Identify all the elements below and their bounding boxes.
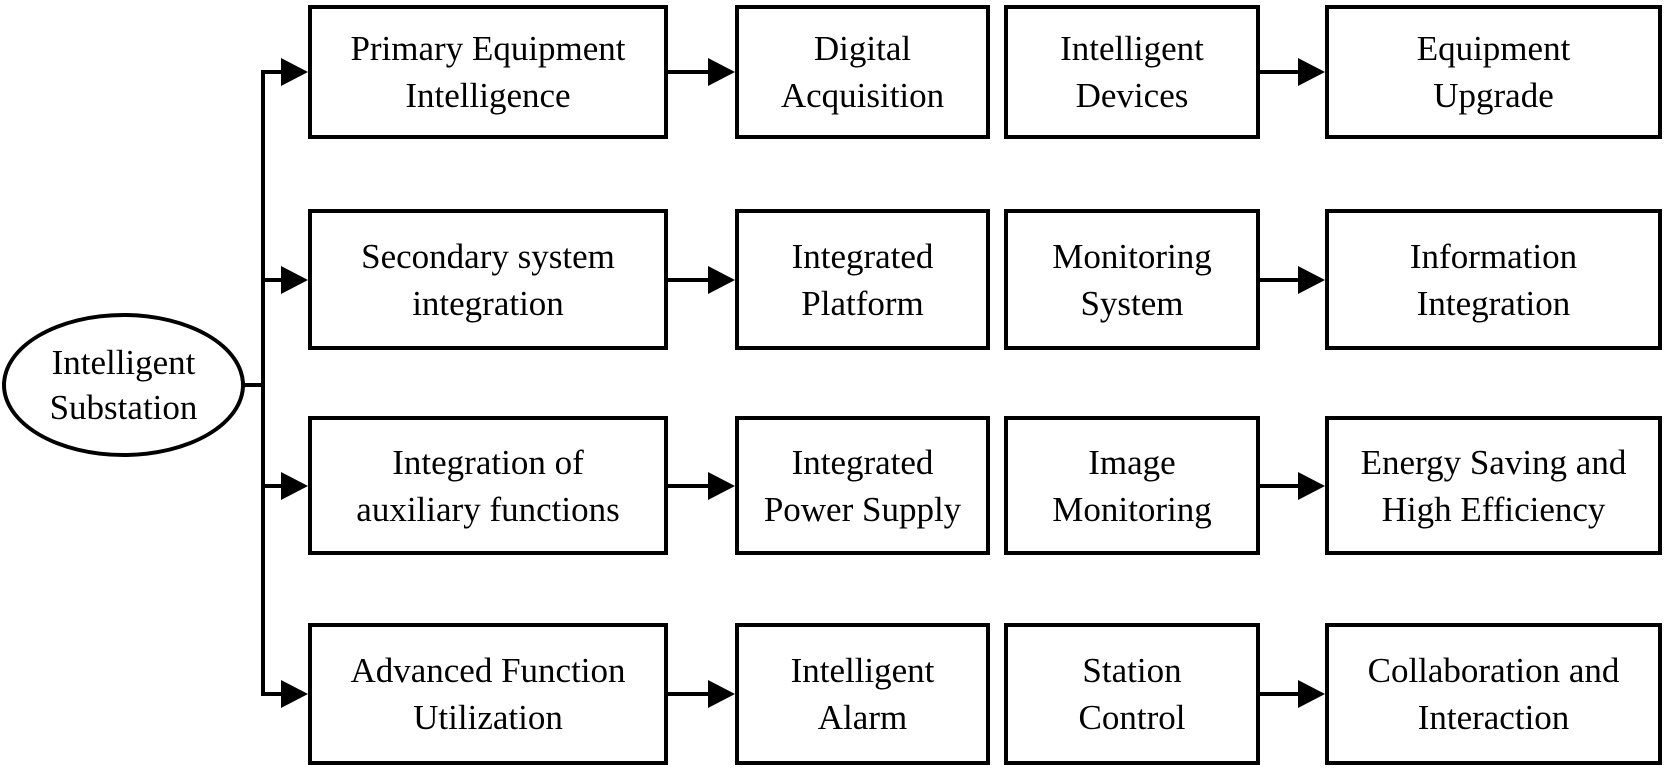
- node-label-line: Information: [1409, 236, 1578, 276]
- node-label-line: High Efficiency: [1381, 489, 1606, 529]
- node-label-line: Upgrade: [1433, 76, 1554, 115]
- node-integrated-power-supply: Integrated Power Supply: [735, 416, 990, 555]
- arrow-line: [1260, 692, 1300, 696]
- node-label-line: Devices: [1075, 76, 1189, 115]
- arrow-line: [261, 278, 285, 282]
- arrowhead-right-icon: [708, 472, 735, 500]
- arrow-line: [668, 692, 710, 696]
- arrow-line: [261, 692, 285, 696]
- root-label-line1: Intelligent: [51, 343, 196, 382]
- node-label-line: Intelligent: [790, 651, 935, 690]
- arrowhead-right-icon: [708, 58, 735, 86]
- arrow-line: [1260, 70, 1300, 74]
- arrowhead-right-icon: [281, 680, 308, 708]
- arrow-line: [668, 70, 710, 74]
- arrowhead-right-icon: [281, 58, 308, 86]
- node-intelligent-devices: Intelligent Devices: [1004, 5, 1260, 139]
- node-label-line: Interaction: [1417, 698, 1570, 737]
- node-station-control: Station Control: [1004, 623, 1260, 765]
- node-label-line: Intelligent: [1060, 29, 1204, 68]
- arrow-line: [668, 278, 710, 282]
- root-label-line2: Substation: [49, 388, 198, 427]
- node-label-line: Platform: [801, 283, 924, 323]
- node-label-line: Monitoring: [1052, 236, 1212, 276]
- arrowhead-right-icon: [1298, 58, 1325, 86]
- node-label-line: Energy Saving and: [1360, 442, 1627, 482]
- root-node-intelligent-substation: Intelligent Substation: [2, 313, 245, 457]
- arrowhead-right-icon: [1298, 266, 1325, 294]
- node-primary-equipment-intelligence: Primary Equipment Intelligence: [308, 5, 668, 139]
- node-label-line: Control: [1078, 698, 1186, 737]
- node-label-line: Integration: [1416, 283, 1571, 323]
- trunk-line: [261, 71, 265, 696]
- node-label-line: Alarm: [817, 698, 908, 737]
- node-label-line: Power Supply: [763, 489, 962, 529]
- node-label-line: Integration of: [392, 442, 584, 482]
- node-label-line: Collaboration and: [1367, 651, 1620, 690]
- node-label-line: Advanced Function: [350, 651, 626, 690]
- node-label-line: Utilization: [413, 698, 563, 737]
- node-label-line: System: [1080, 283, 1184, 323]
- node-equipment-upgrade: Equipment Upgrade: [1325, 5, 1662, 139]
- node-label-line: Station: [1082, 651, 1182, 690]
- node-label-line: Integrated: [791, 442, 934, 482]
- node-advanced-function-utilization: Advanced Function Utilization: [308, 623, 668, 765]
- arrow-line: [668, 484, 710, 488]
- arrowhead-right-icon: [1298, 680, 1325, 708]
- node-monitoring-system: Monitoring System: [1004, 209, 1260, 350]
- node-digital-acquisition: Digital Acquisition: [735, 5, 990, 139]
- node-label-line: Intelligence: [405, 76, 571, 115]
- node-image-monitoring: Image Monitoring: [1004, 416, 1260, 555]
- node-intelligent-alarm: Intelligent Alarm: [735, 623, 990, 765]
- node-label-line: Integrated: [791, 236, 934, 276]
- node-label-line: Acquisition: [780, 76, 945, 115]
- arrowhead-right-icon: [1298, 472, 1325, 500]
- node-integrated-platform: Integrated Platform: [735, 209, 990, 350]
- node-information-integration: Information Integration: [1325, 209, 1662, 350]
- node-label-line: Digital: [813, 29, 912, 68]
- arrow-line: [1260, 484, 1300, 488]
- node-label-line: Image: [1088, 442, 1176, 482]
- node-collaboration-interaction: Collaboration and Interaction: [1325, 623, 1662, 765]
- arrow-line: [261, 70, 285, 74]
- node-label-line: integration: [412, 283, 564, 323]
- node-label-line: Equipment: [1416, 29, 1571, 68]
- arrow-line: [1260, 278, 1300, 282]
- arrowhead-right-icon: [708, 266, 735, 294]
- arrowhead-right-icon: [281, 266, 308, 294]
- root-connector-line: [242, 383, 265, 387]
- node-integration-of-auxiliary-functions: Integration of auxiliary functions: [308, 416, 668, 555]
- node-label-line: Primary Equipment: [350, 29, 626, 68]
- node-energy-saving-high-efficiency: Energy Saving and High Efficiency: [1325, 416, 1662, 555]
- node-label-line: auxiliary functions: [356, 489, 620, 529]
- node-secondary-system-integration: Secondary system integration: [308, 209, 668, 350]
- node-label-line: Secondary system: [361, 236, 615, 276]
- arrowhead-right-icon: [708, 680, 735, 708]
- arrow-line: [261, 484, 285, 488]
- arrowhead-right-icon: [281, 472, 308, 500]
- node-label-line: Monitoring: [1052, 489, 1212, 529]
